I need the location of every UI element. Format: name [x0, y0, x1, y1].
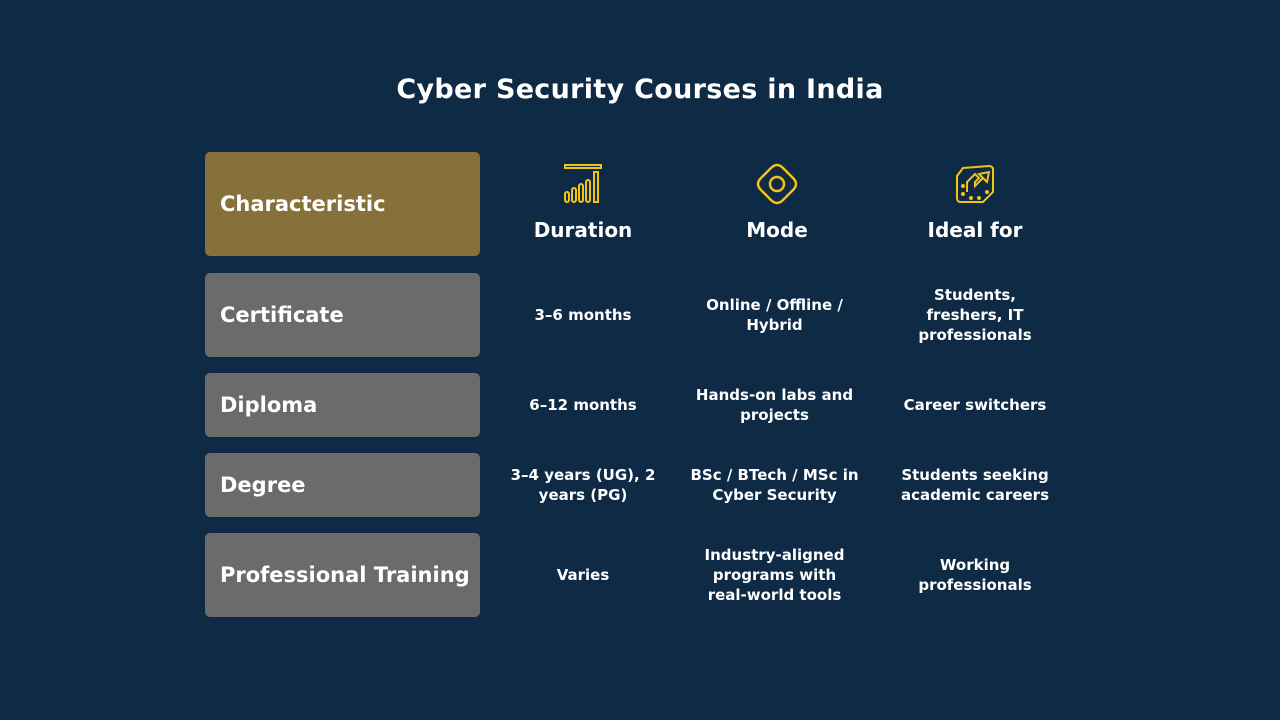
cell-ideal-for: Students, freshers, IT professionals — [918, 286, 1032, 344]
column-header-mode-label: Mode — [746, 218, 808, 242]
cell-ideal-for: Students seeking academic careers — [900, 466, 1049, 504]
cell-ideal-for: Career switchers — [903, 396, 1047, 414]
cell-ideal-for: Working professionals — [918, 556, 1032, 594]
cell-duration: Varies — [556, 566, 610, 584]
row-label-diploma: Diploma — [205, 373, 480, 437]
cell-duration: 3–4 years (UG), 2 years (PG) — [510, 466, 656, 504]
row-label-certificate: Certificate — [205, 273, 480, 357]
row-label-text: Degree — [220, 473, 306, 497]
row-label-text: Diploma — [220, 393, 318, 417]
column-header-ideal-for: Ideal for — [875, 160, 1075, 242]
cell-duration: 3–6 months — [534, 306, 632, 324]
column-header-ideal-for-label: Ideal for — [927, 218, 1023, 242]
header-characteristic: Characteristic — [205, 152, 480, 256]
cell-mode: BSc / BTech / MSc in Cyber Security — [690, 466, 859, 504]
cell-mode: Industry-aligned programs with real-worl… — [704, 546, 845, 604]
header-characteristic-label: Characteristic — [220, 192, 386, 216]
cell-mode: Online / Offline / Hybrid — [706, 296, 843, 334]
cell-mode: Hands-on labs and projects — [695, 386, 854, 424]
row-label-text: Certificate — [220, 303, 344, 327]
bar-chart-icon — [483, 160, 683, 208]
growth-arrow-icon — [875, 160, 1075, 208]
diamond-target-icon — [677, 160, 877, 208]
row-label-degree: Degree — [205, 453, 480, 517]
row-label-professional-training: Professional Training — [205, 533, 480, 617]
page-title: Cyber Security Courses in India — [396, 74, 884, 105]
column-header-mode: Mode — [677, 160, 877, 242]
cell-duration: 6–12 months — [529, 396, 637, 414]
row-label-text: Professional Training — [220, 563, 470, 587]
column-header-duration: Duration — [483, 160, 683, 242]
column-header-duration-label: Duration — [533, 218, 633, 242]
